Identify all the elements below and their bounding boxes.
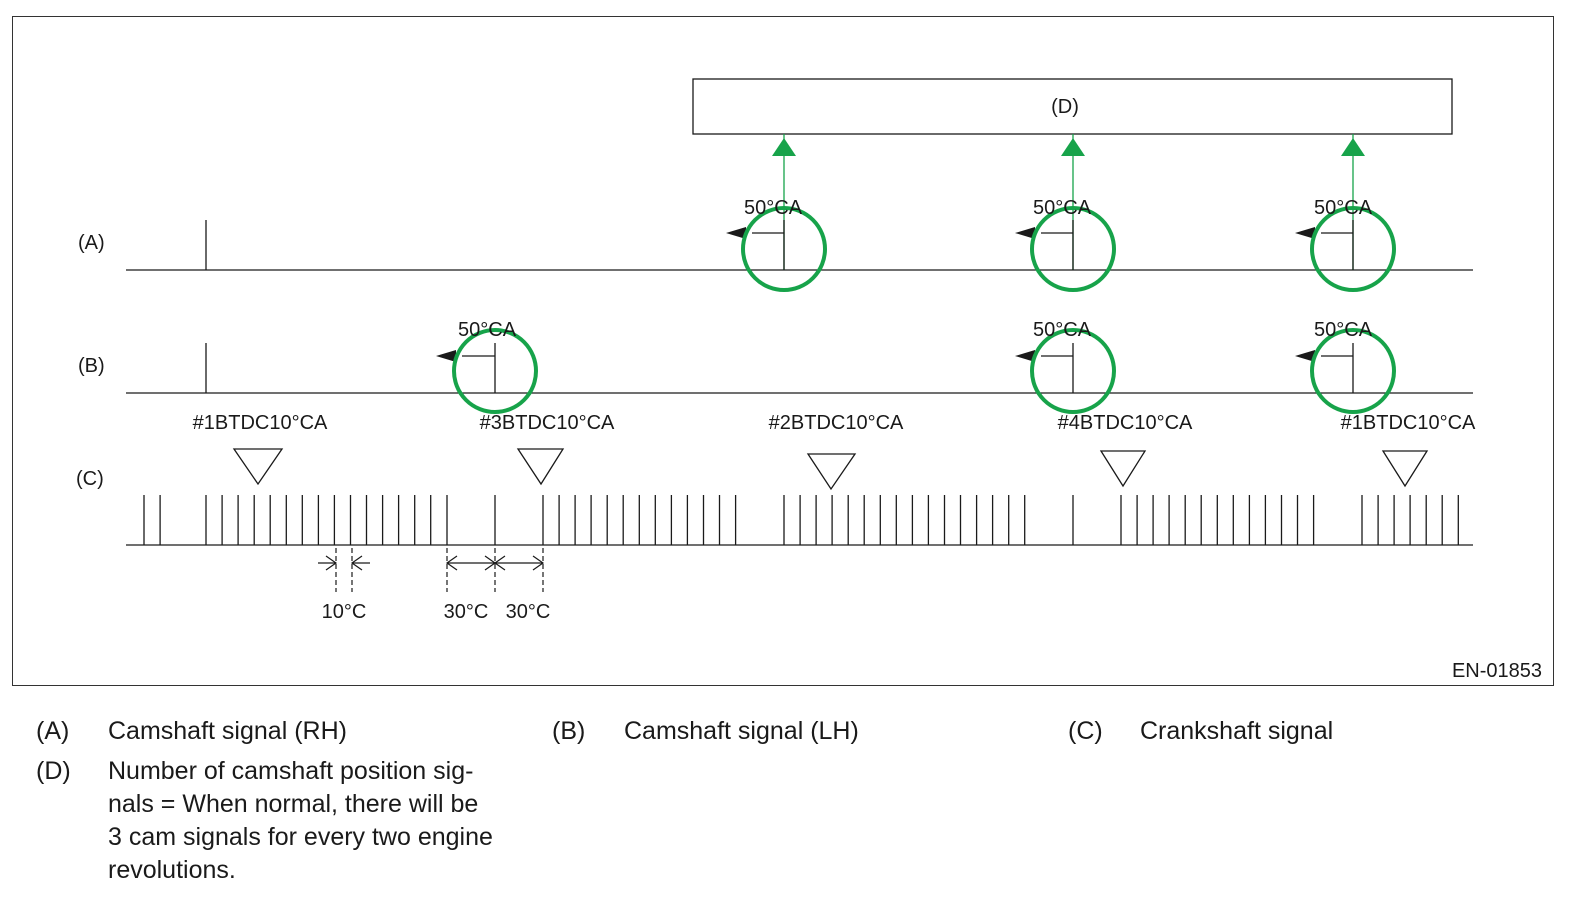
dimension-gap (445, 548, 545, 592)
angle-label-b1: 50°CA (458, 319, 517, 341)
angle-label-a2: 50°CA (1033, 197, 1092, 219)
dimension-label-30-right: 30°C (506, 601, 551, 623)
tdc-label-1: #1BTDC10°CA (193, 412, 328, 434)
diagram-frame (12, 16, 1554, 686)
legend-text-b: Camshaft signal (LH) (624, 717, 859, 745)
tdc-label-5: #1BTDC10°CA (1341, 412, 1476, 434)
legend-text-c: Crankshaft signal (1140, 717, 1334, 745)
legend-text-d-line-1: Number of camshaft position sig- (108, 757, 474, 785)
legend-text-a: Camshaft signal (RH) (108, 717, 347, 745)
tdc-label-4: #4BTDC10°CA (1058, 412, 1193, 434)
signal-timing-diagram: (D) (A) (B) (C) 50°CA 50°CA 50°CA (76, 78, 1542, 682)
legend-key-c: (C) (1068, 717, 1103, 745)
dimension-label-10: 10°C (322, 601, 367, 623)
camshaft-lh-pulse-3: 50°CA (1295, 319, 1396, 414)
row-label-a: (A) (78, 232, 105, 254)
legend-key-b: (B) (552, 717, 586, 745)
legend-item-b: (B) Camshaft signal (LH) (552, 715, 1032, 748)
legend-item-c: (C) Crankshaft signal (1068, 715, 1548, 748)
dimension-tooth-spacing (318, 548, 370, 592)
angle-label-b3: 50°CA (1314, 319, 1373, 341)
crankshaft-teeth (143, 495, 1459, 545)
tdc-label-2: #3BTDC10°CA (480, 412, 615, 434)
tdc-marker-5 (1381, 450, 1429, 488)
tdc-marker-2 (516, 448, 565, 486)
legend-key-a: (A) (36, 717, 70, 745)
camshaft-rh-pulse-2: 50°CA (1015, 134, 1116, 292)
legend-text-d-line-4: revolutions. (108, 856, 236, 884)
camshaft-rh-pulse-3: 50°CA (1295, 134, 1396, 292)
tdc-marker-3 (806, 453, 857, 491)
row-label-c: (C) (76, 468, 104, 490)
legend-item-a: (A) Camshaft signal (RH) (36, 715, 516, 748)
tdc-marker-4 (1099, 450, 1147, 488)
tdc-marker-1 (232, 448, 284, 486)
figure-id: EN-01853 (1452, 660, 1542, 682)
angle-label-a3: 50°CA (1314, 197, 1373, 219)
camshaft-lh-pulse-2: 50°CA (1015, 319, 1116, 414)
legend-item-d: (D) Number of camshaft position sig- nal… (36, 755, 556, 895)
legend-text-d: Number of camshaft position sig- nals = … (108, 755, 548, 887)
row-label-b: (B) (78, 355, 105, 377)
dimension-label-30-left: 30°C (444, 601, 489, 623)
camshaft-rh-pulse-1: 50°CA (726, 134, 827, 292)
tdc-label-3: #2BTDC10°CA (769, 412, 904, 434)
legend-text-d-line-3: 3 cam signals for every two engine (108, 823, 493, 851)
legend-key-d: (D) (36, 757, 71, 785)
count-box-label: (D) (1051, 96, 1079, 118)
angle-label-a1: 50°CA (744, 197, 803, 219)
angle-label-b2: 50°CA (1033, 319, 1092, 341)
camshaft-lh-pulse-1: 50°CA (436, 319, 538, 414)
legend-text-d-line-2: nals = When normal, there will be (108, 790, 479, 818)
